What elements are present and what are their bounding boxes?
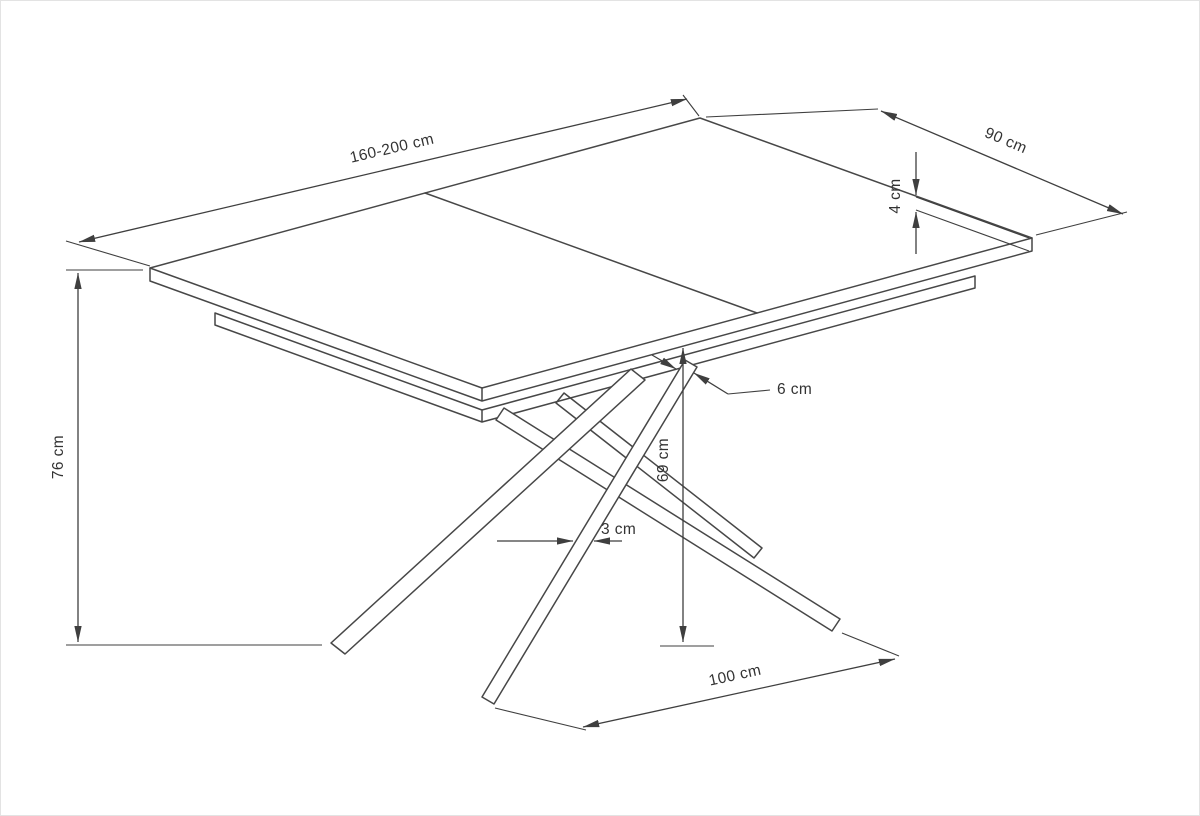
extension-lines-length [65, 94, 700, 267]
tabletop-apron-frame [214, 275, 976, 423]
dimension-arrow-leg-thickness-left [651, 354, 677, 370]
dimension-label-base: 100 cm [707, 662, 763, 690]
table-leg-left [330, 368, 646, 655]
dimension-clearance: 69 cm [655, 347, 714, 647]
leader-line-leg-thickness [727, 389, 771, 395]
dimension-label-clearance: 69 cm [655, 438, 672, 482]
dimension-arrow-leg-thickness-right [693, 372, 729, 395]
dimension-line-depth [880, 110, 1124, 215]
dimension-label-height: 76 cm [50, 435, 67, 479]
dimension-leg-thickness: 6 cm [651, 354, 812, 398]
dimension-leg-width: 3 cm [497, 521, 636, 545]
extension-lines-thickness [915, 196, 1030, 252]
dimension-height: 76 cm [50, 269, 322, 646]
table-leg-right [495, 407, 841, 632]
dimension-base-footprint: 100 cm [494, 632, 900, 731]
dimension-label-thickness: 4 cm [887, 178, 904, 213]
dimension-tabletop-thickness: 4 cm [887, 152, 1030, 254]
dimension-line-base [582, 658, 896, 728]
table-leg-front [481, 359, 698, 705]
dimension-label-depth: 90 cm [982, 124, 1029, 157]
extension-lines-base [494, 632, 900, 731]
dimension-line-length [78, 98, 688, 243]
dimension-label-leg-thickness: 6 cm [777, 381, 812, 398]
tabletop-edge-band [149, 237, 1033, 402]
tabletop [149, 117, 1033, 423]
extension-lines-height [66, 269, 322, 646]
table-leg-back [555, 392, 763, 559]
extension-lines-depth [705, 108, 1128, 236]
dimension-label-leg-width: 3 cm [601, 521, 636, 538]
